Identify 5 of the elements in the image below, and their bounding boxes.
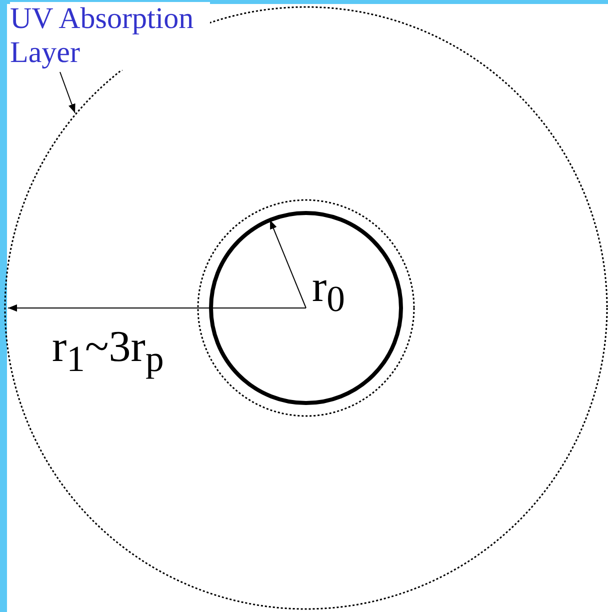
leader-line (60, 72, 76, 114)
layer-label: UV Absorption Layer (10, 2, 210, 70)
radius-label: r$_{1}$~3r$_{p}$ (52, 322, 164, 381)
radius-label: r$_{0}$ (312, 262, 345, 321)
absorption-layer-circle (4, 6, 608, 610)
